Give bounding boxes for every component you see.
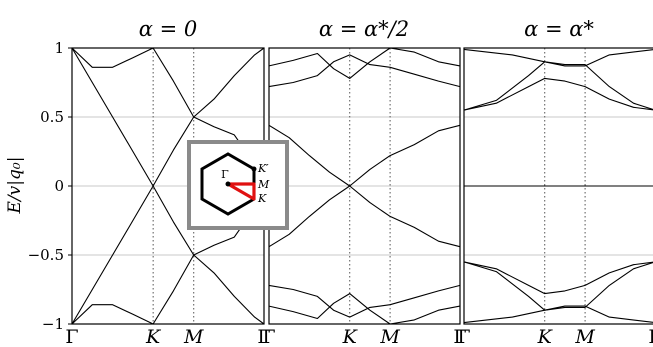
panel-3: α = α* Γ KM Γ — [457, 17, 653, 347]
x-tick-label-4: Γ — [648, 326, 653, 347]
band-4 — [71, 254, 265, 325]
band-3 — [268, 124, 461, 187]
band-4 — [268, 185, 461, 248]
y-tick-label-3: 0 — [54, 177, 64, 195]
panel-3-title: α = α* — [524, 17, 594, 41]
band-7 — [463, 261, 653, 311]
x-tick-label-1: Γ — [262, 326, 275, 347]
k-path-highlight — [227, 182, 256, 201]
k-prime-point-dot — [251, 166, 257, 172]
band-2 — [463, 77, 653, 111]
band-1 — [71, 47, 265, 118]
x-tick-label-2: K — [145, 326, 162, 347]
x-tick-label-3: M — [379, 326, 400, 347]
y-tick-label-4: −0.5 — [28, 246, 64, 264]
band-6 — [463, 261, 653, 295]
brillouin-zone-inset: Γ K′ MK — [187, 140, 289, 230]
panel-1-title: α = 0 — [139, 17, 198, 41]
inset-label-4: K — [257, 192, 267, 205]
band-2 — [268, 54, 461, 88]
inset-label-3: M — [257, 178, 270, 191]
band-1 — [268, 47, 461, 79]
x-tick-label-3: M — [574, 326, 595, 347]
inset-label-1: Γ — [221, 168, 229, 181]
band-1 — [463, 61, 653, 111]
y-tick-label-2: 0.5 — [40, 108, 64, 126]
x-tick-label-3: M — [183, 326, 204, 347]
band-6 — [268, 293, 461, 325]
y-axis-label: E/v|q₀| — [5, 157, 25, 215]
band-5 — [268, 284, 461, 318]
panel-2-title: α = α*/2 — [319, 17, 409, 41]
inset-label-2: K′ — [257, 162, 269, 175]
band-3 — [463, 48, 653, 67]
x-tick-label-4: Γ — [453, 326, 466, 347]
y-tick-label-5: −1 — [42, 315, 64, 333]
x-tick-label-1: Γ — [457, 326, 470, 347]
x-tick-label-2: K — [342, 326, 359, 347]
x-tick-label-4: Γ — [257, 326, 270, 347]
x-tick-label-2: K — [537, 326, 554, 347]
y-tick-label-1: 1 — [54, 39, 64, 57]
panel-frame — [463, 47, 653, 325]
x-tick-label-1: Γ — [65, 326, 78, 347]
gamma-point-dot — [225, 181, 231, 187]
band-5 — [463, 305, 653, 324]
